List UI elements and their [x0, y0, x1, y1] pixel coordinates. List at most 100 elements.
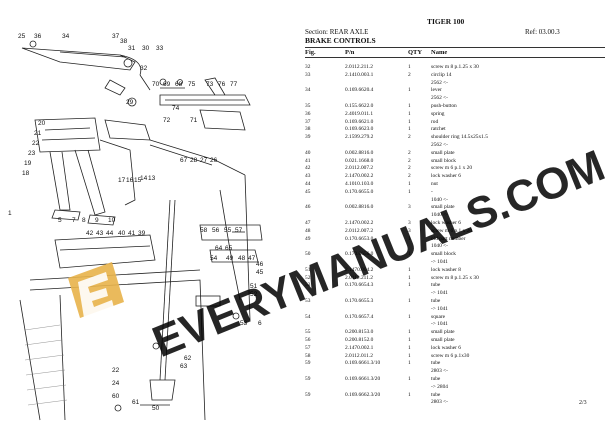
svg-text:42: 42 — [86, 230, 94, 237]
cell-description: small block — [431, 157, 457, 164]
svg-text:51: 51 — [250, 283, 258, 290]
cell-quantity: 1 — [408, 103, 411, 109]
reference-label: Ref: 03.00.3 — [525, 28, 560, 36]
cell-note: -> 2804 — [431, 383, 448, 390]
cell-part-number: 0.155.6622.0 — [345, 103, 374, 109]
svg-text:8: 8 — [82, 217, 86, 224]
cell-part-number: 2.1599.279.2 — [345, 134, 374, 141]
cell-fig: 44 — [305, 181, 311, 187]
cell-part-number: 0.200.8153.0 — [345, 329, 374, 336]
cell-quantity: 1 — [408, 110, 411, 117]
table-row-note: 2562 <- — [305, 80, 605, 87]
cell-note: -> 1041 — [431, 259, 448, 265]
svg-text:72: 72 — [163, 117, 171, 124]
cell-fig: 52 — [305, 274, 311, 281]
cell-quantity: 1 — [408, 126, 411, 133]
svg-text:62: 62 — [184, 355, 192, 362]
section-label: Section: REAR AXLE — [305, 28, 369, 36]
svg-text:67: 67 — [180, 157, 188, 164]
group-title: BRAKE CONTROLS — [305, 36, 376, 45]
table-row-note: 2803 <- — [305, 399, 605, 406]
svg-text:36: 36 — [34, 33, 42, 40]
table-row-note: -> 1041 — [305, 290, 605, 297]
col-qty: QTY — [408, 49, 423, 56]
cell-quantity: 1 — [408, 344, 411, 351]
svg-text:13: 13 — [148, 175, 156, 182]
svg-text:64: 64 — [215, 245, 223, 252]
cell-quantity: 1 — [408, 352, 411, 359]
cell-description: shoulder ring 14.5x25x1.5 — [431, 134, 488, 141]
cell-note: -> 1041 — [431, 321, 448, 328]
cell-note: 1040 <- — [431, 243, 448, 250]
svg-text:41: 41 — [128, 230, 136, 237]
svg-text:61: 61 — [132, 399, 140, 406]
svg-text:50: 50 — [152, 405, 160, 412]
cell-quantity: 1 — [408, 118, 411, 125]
svg-text:7: 7 — [72, 217, 76, 224]
cell-quantity: 1 — [408, 298, 411, 304]
cell-quantity: 2 — [408, 149, 411, 156]
cell-part-number: 2.0112.011.2 — [345, 352, 373, 359]
table-row-note: -> 1041 — [305, 321, 605, 328]
svg-text:75: 75 — [188, 81, 196, 88]
cell-description: tube — [431, 360, 441, 367]
cell-part-number: 2.0112.211.2 — [345, 64, 373, 70]
cell-fig: 40 — [305, 149, 311, 156]
cell-fig: 37 — [305, 118, 311, 125]
svg-text:54: 54 — [210, 255, 218, 262]
cell-quantity: 1 — [408, 188, 411, 195]
svg-text:63: 63 — [180, 363, 188, 370]
svg-text:71: 71 — [190, 117, 198, 124]
cell-description: small plate — [431, 337, 455, 343]
cell-fig: 53 — [305, 298, 311, 304]
svg-text:49: 49 — [226, 255, 234, 262]
cell-fig: 50 — [305, 251, 311, 258]
cell-note: -> 1041 — [431, 305, 448, 312]
svg-text:55: 55 — [224, 227, 232, 234]
cell-part-number: 2.1470.002.1 — [345, 344, 374, 351]
cell-fig: 35 — [305, 103, 311, 109]
svg-text:43: 43 — [96, 230, 104, 237]
cell-description: screw m 8 p.1.25 x 30 — [431, 64, 479, 70]
svg-text:56: 56 — [212, 227, 220, 234]
svg-text:23: 23 — [28, 150, 36, 157]
cell-part-number: 0.200.8152.0 — [345, 337, 374, 343]
cell-quantity: 1 — [408, 391, 411, 398]
svg-text:52: 52 — [250, 291, 258, 298]
cell-note: 2562 <- — [431, 95, 448, 102]
svg-text:46: 46 — [256, 261, 264, 268]
cell-description: circlip 14 — [431, 71, 452, 78]
svg-text:21: 21 — [34, 130, 42, 137]
cell-description: lock washer 6 — [431, 220, 461, 226]
cell-description: screw m 6 p.1x30 — [431, 352, 470, 359]
cell-note: 1040 <- — [431, 196, 448, 203]
svg-text:19: 19 — [24, 160, 32, 167]
svg-text:32: 32 — [140, 65, 148, 72]
table-row-note: 2562 <- — [305, 142, 605, 149]
cell-description: nut — [431, 181, 438, 187]
cell-fig: 56 — [305, 337, 311, 343]
cell-part-number: 0.169.6621.0 — [345, 118, 374, 125]
cell-description: old part number — [431, 235, 466, 242]
cell-part-number: 2.0112.007.2 — [345, 165, 374, 172]
cell-fig: 47 — [305, 220, 311, 226]
svg-text:28: 28 — [190, 157, 198, 164]
table-header: Fig. P/n QTY Name — [305, 47, 605, 58]
cell-description: spring — [431, 110, 445, 117]
cell-part-number: 0.170.6655.3 — [345, 298, 374, 304]
cell-fig: 39 — [305, 134, 311, 141]
cell-description: screw m 8 p.1.25 x 30 — [431, 274, 479, 281]
cell-description: tube — [431, 391, 441, 398]
cell-description: screw m 6 p.1 x 20 — [431, 165, 473, 172]
cell-quantity: 1 — [408, 251, 411, 258]
